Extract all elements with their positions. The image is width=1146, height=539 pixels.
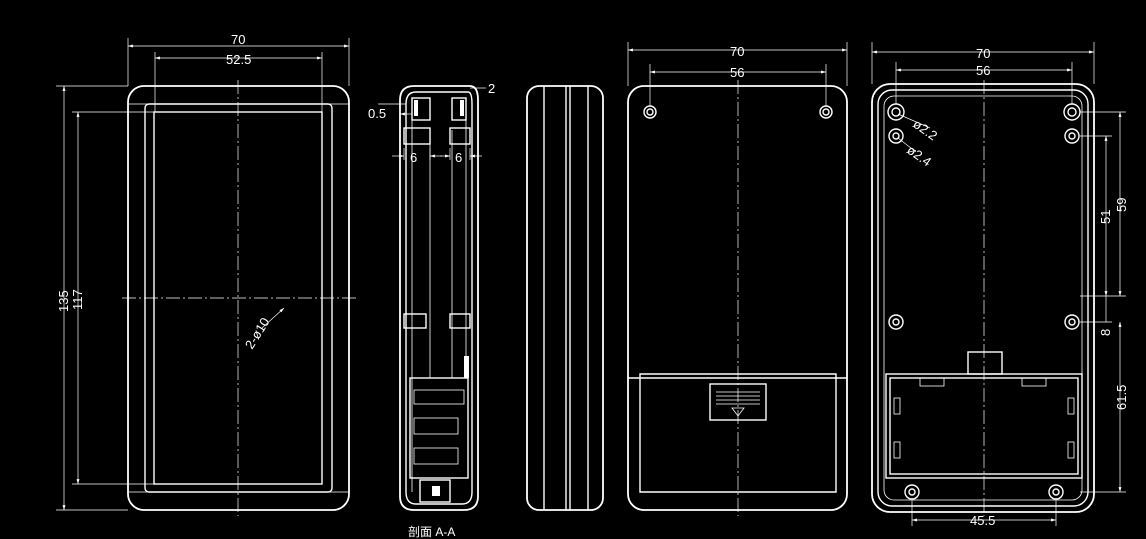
dim-back-width: 70 [730,44,744,59]
front-hole-note: 2-ø10 [242,315,273,352]
dim-inside-v-59: 59 [1114,198,1129,212]
dim-front-height: 135 [56,290,71,312]
section-view: 0.5 2 6 6 剖面 A-A [368,81,495,539]
dim-front-inner-width: 52.5 [226,52,251,67]
dim-section-rib-right: 6 [455,150,462,165]
dim-inside-width: 70 [976,46,990,61]
dim-inside-v-61-5: 61.5 [1114,385,1129,410]
section-label: 剖面 A-A [408,525,455,539]
dim-inside-v-51: 51 [1098,210,1113,224]
dim-back-hole-spacing: 56 [730,65,744,80]
back-view: 70 56 [627,42,848,516]
inside-view: 70 56 ø2.2 ø2.4 59 51 8 61.5 45.5 [871,42,1129,528]
dim-section-wall: 0.5 [368,106,386,121]
dim-inside-v-8: 8 [1098,329,1113,336]
side-view [526,85,604,511]
dim-inside-hole-spacing: 56 [976,63,990,78]
dim-front-inner-height: 117 [70,289,85,310]
front-view: 70 52.5 135 117 2-ø10 [56,32,356,516]
dim-inside-hole-dia-1: ø2.2 [910,116,940,143]
dim-section-top: 2 [488,81,495,96]
dim-section-rib-left: 6 [410,150,417,165]
dim-front-width: 70 [231,32,245,47]
dim-inside-bottom-spacing: 45.5 [970,513,995,528]
